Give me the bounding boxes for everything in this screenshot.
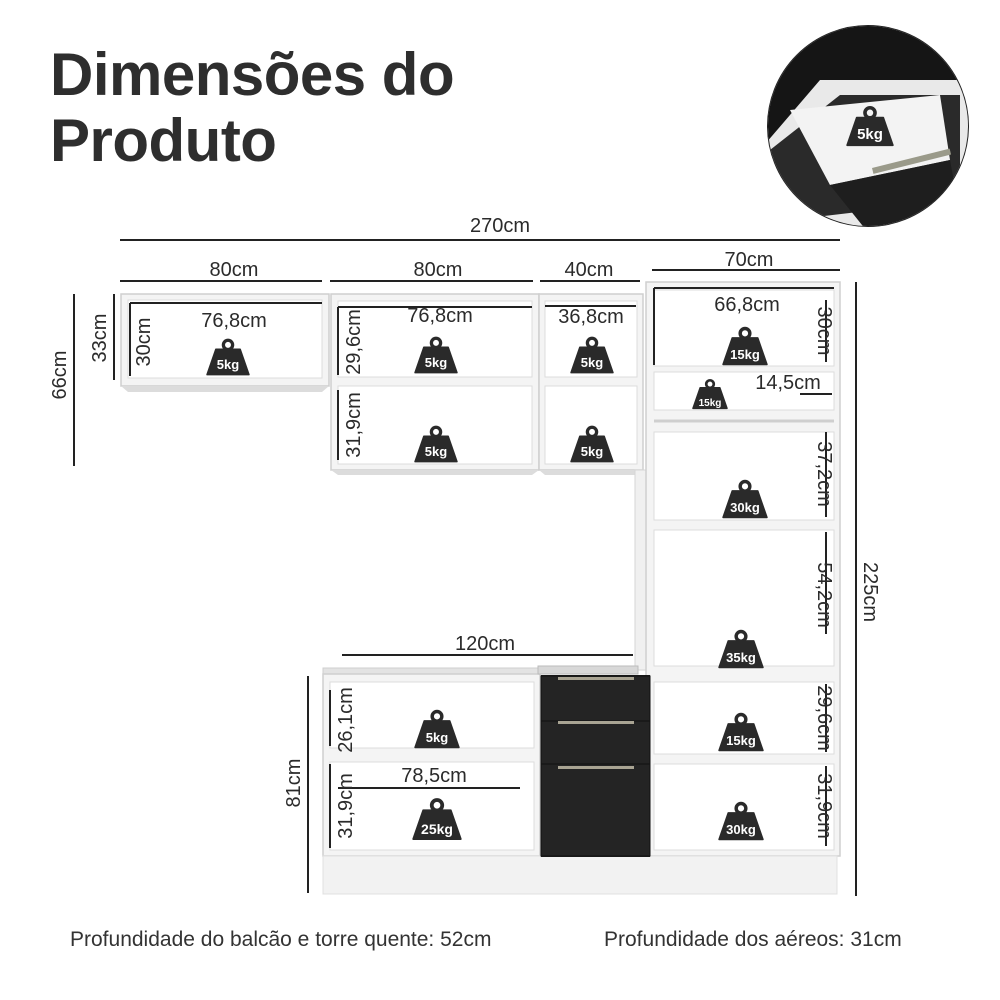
u3-top-weight: 5kg bbox=[581, 355, 603, 370]
upper-narrow-width-label: 40cm bbox=[565, 259, 614, 281]
footer-counter-depth: Profundidade do balcão e torre quente: 5… bbox=[70, 928, 492, 951]
b1-weight: 5kg bbox=[426, 730, 448, 745]
t3-height-label: 37,2cm bbox=[813, 441, 835, 507]
total-width-label: 270cm bbox=[470, 215, 530, 237]
u3-bottom-weight: 5kg bbox=[581, 444, 603, 459]
total-height-label: 225cm bbox=[859, 562, 881, 622]
tower-width-label: 70cm bbox=[725, 249, 774, 271]
t2-height-label: 14,5cm bbox=[755, 372, 821, 394]
u2-bottom-weight: 5kg bbox=[425, 444, 447, 459]
drawer-inset: 5kg bbox=[767, 25, 969, 227]
t5-height-label: 29,6cm bbox=[813, 685, 835, 751]
t4-weight: 35kg bbox=[726, 650, 756, 665]
counter-height-label: 81cm bbox=[283, 759, 305, 808]
t1-height-label: 30cm bbox=[813, 307, 835, 356]
left-upper-height-label: 33cm bbox=[89, 314, 111, 363]
drawer-unit bbox=[537, 665, 651, 857]
t6-weight: 30kg bbox=[726, 822, 756, 837]
u1-width-label: 76,8cm bbox=[201, 310, 267, 332]
t5-weight: 15kg bbox=[726, 733, 756, 748]
t3-weight: 30kg bbox=[730, 500, 760, 515]
title-line-1: Dimensões do bbox=[50, 41, 455, 108]
u1-weight: 5kg bbox=[217, 357, 239, 372]
title-line-2: Produto bbox=[50, 107, 277, 174]
u2-top-weight: 5kg bbox=[425, 355, 447, 370]
upper-left-width-label: 80cm bbox=[210, 259, 259, 281]
dimension-lines bbox=[73, 239, 857, 896]
b1-height-label: 26,1cm bbox=[335, 687, 357, 753]
tall-tower bbox=[645, 281, 841, 857]
b2-weight: 25kg bbox=[421, 821, 453, 837]
base-counter bbox=[322, 667, 838, 895]
t4-height-label: 54,2cm bbox=[813, 562, 835, 628]
u1-height-label: 30cm bbox=[133, 318, 155, 367]
t6-height-label: 31,9cm bbox=[813, 773, 835, 839]
u2-width-label: 76,8cm bbox=[407, 305, 473, 327]
footer-upper-depth: Profundidade dos aéreos: 31cm bbox=[604, 928, 902, 951]
b2-width-label: 78,5cm bbox=[401, 765, 467, 787]
b2-height-label: 31,9cm bbox=[335, 773, 357, 839]
inset-weight: 5kg bbox=[857, 126, 883, 143]
upper-mid-width-label: 80cm bbox=[414, 259, 463, 281]
page-title: Dimensões do Produto bbox=[50, 41, 455, 174]
t1-width-label: 66,8cm bbox=[714, 294, 780, 316]
u3-width-label: 36,8cm bbox=[558, 306, 624, 328]
upper-height-label: 66cm bbox=[49, 351, 71, 400]
t1-weight: 15kg bbox=[730, 347, 760, 362]
t2-weight: 15kg bbox=[699, 398, 722, 409]
u2-top-height-label: 29,6cm bbox=[343, 309, 365, 375]
counter-width-label: 120cm bbox=[455, 633, 515, 655]
u2-bottom-height-label: 31,9cm bbox=[343, 392, 365, 458]
